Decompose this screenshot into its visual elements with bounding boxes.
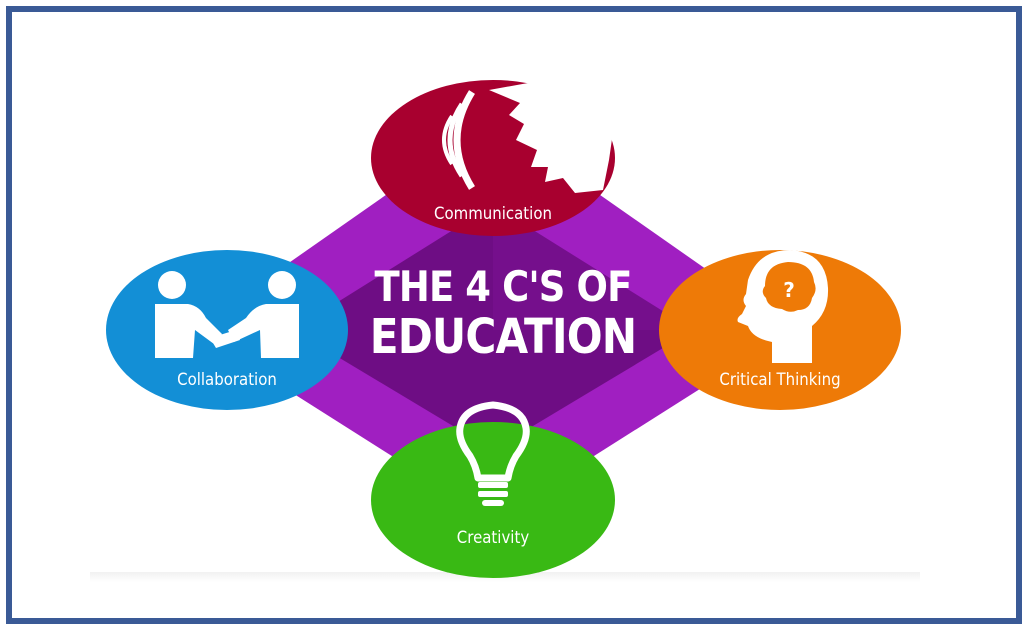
head-brain-question-icon: ? [737, 250, 829, 363]
handshake-icon [155, 271, 299, 358]
label-communication: Communication [434, 204, 552, 224]
title-line-2: EDUCATION [369, 309, 637, 365]
diamond-inner-shade [493, 205, 693, 330]
svg-text:?: ? [783, 278, 795, 302]
label-collaboration: Collaboration [177, 370, 277, 390]
node-critical-thinking: ? [659, 250, 901, 410]
lightbulb-icon [456, 401, 530, 506]
node-collaboration [106, 250, 348, 410]
node-communication [371, 80, 615, 236]
speaking-head-icon [442, 83, 613, 193]
diagram-title: THE 4 C'S OF EDUCATION [368, 262, 637, 362]
node-creativity [371, 401, 615, 578]
title-line-1: THE 4 C'S OF [374, 262, 633, 311]
label-critical-thinking: Critical Thinking [719, 370, 841, 390]
label-creativity: Creativity [456, 528, 530, 548]
